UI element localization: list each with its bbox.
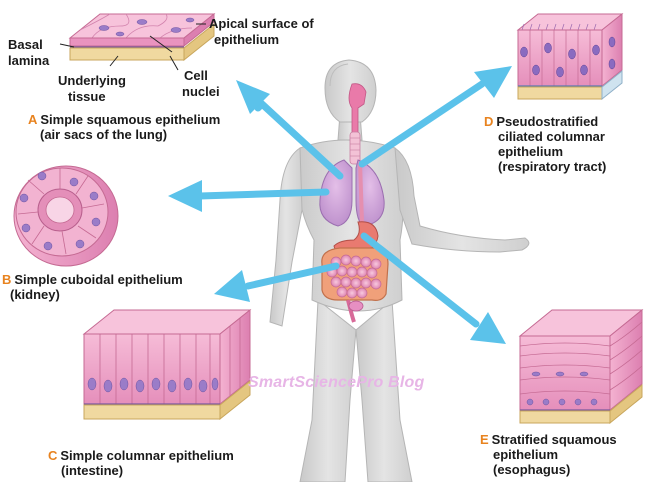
caption-c-letter: C	[48, 448, 57, 463]
label-underlying-2: tissue	[68, 89, 106, 104]
label-apical-1: Apical surface of	[209, 16, 314, 31]
caption-e-location: (esophagus)	[480, 462, 617, 477]
watermark: SmartSciencePro Blog	[248, 374, 425, 392]
caption-d-location: (respiratory tract)	[484, 159, 606, 174]
label-apical-2: epithelium	[214, 32, 279, 47]
label-cell: Cell	[184, 68, 208, 83]
caption-c-name: Simple columnar epithelium	[60, 448, 233, 463]
label-lamina: lamina	[8, 53, 49, 68]
tissue-a-illustration	[60, 14, 214, 70]
caption-e-line-2: epithelium	[480, 447, 617, 462]
caption-a-location: (air sacs of the lung)	[28, 127, 220, 142]
caption-b-letter: B	[2, 272, 11, 287]
caption-b-name: Simple cuboidal epithelium	[14, 272, 182, 287]
caption-d-letter: D	[484, 114, 493, 129]
caption-d-line-1: Pseudostratified	[496, 114, 598, 129]
caption-a-letter: A	[28, 112, 37, 127]
caption-b-location: (kidney)	[2, 287, 183, 302]
caption-e-line-1: Stratified squamous	[492, 432, 617, 447]
tissue-d-illustration	[518, 14, 622, 99]
label-basal: Basal	[8, 37, 43, 52]
caption-c-location: (intestine)	[48, 463, 234, 478]
caption-d-line-2: ciliated columnar	[484, 129, 606, 144]
tissue-c-illustration	[84, 310, 250, 419]
label-nuclei: nuclei	[182, 84, 220, 99]
tissue-e-illustration	[520, 310, 642, 423]
label-underlying-1: Underlying	[58, 73, 126, 88]
caption-d-line-3: epithelium	[484, 144, 606, 159]
caption-e-letter: E	[480, 432, 489, 447]
caption-a-name: Simple squamous epithelium	[40, 112, 220, 127]
tissue-b-illustration	[14, 166, 118, 266]
